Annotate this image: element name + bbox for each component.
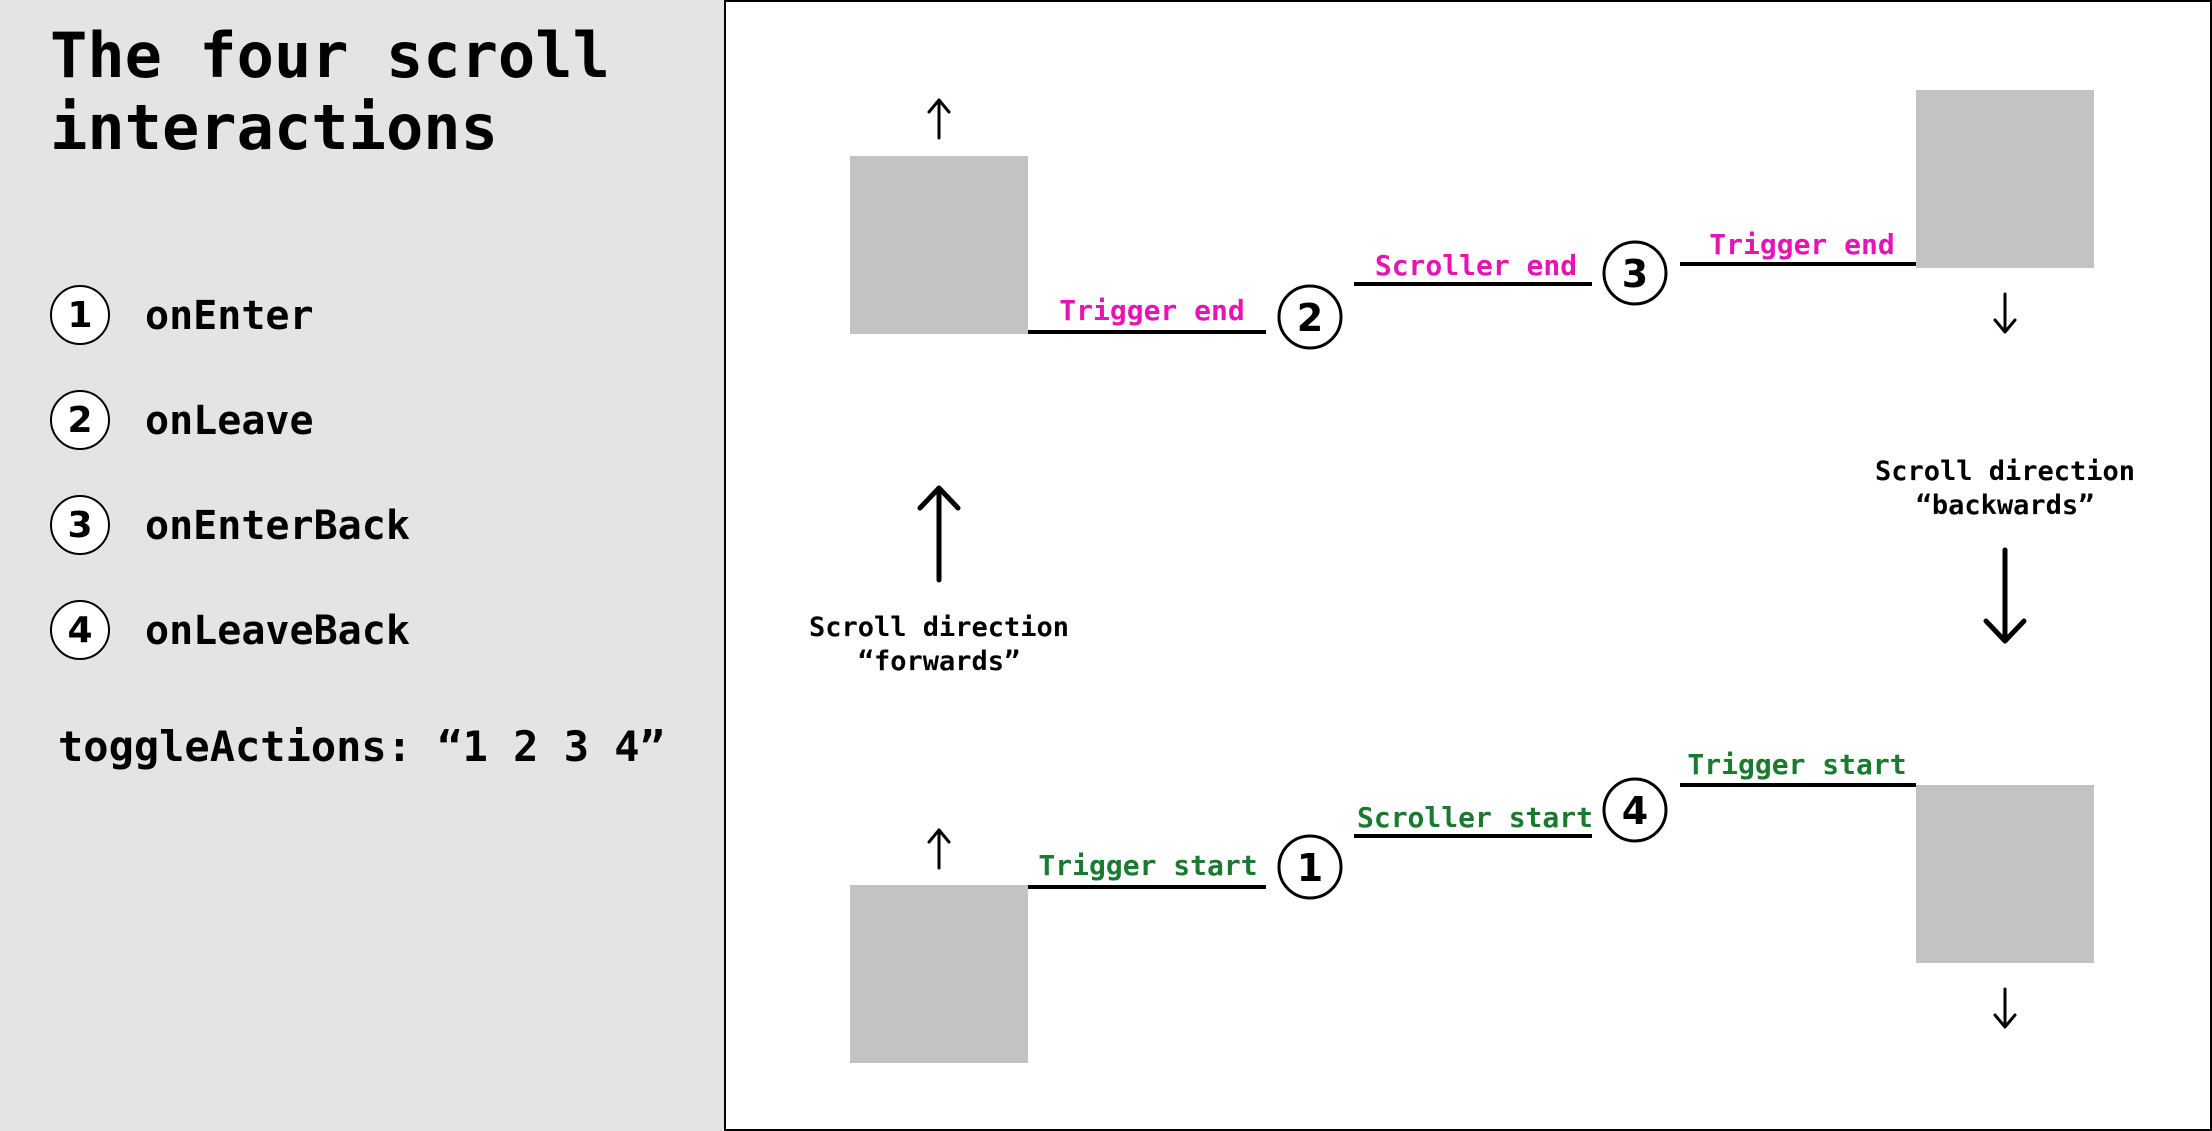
trigger-box-top-right — [1916, 90, 2094, 268]
trigger-box-bottom-left — [850, 885, 1028, 1063]
scroller-start-label: Scroller start — [1357, 801, 1593, 834]
down-arrow-icon-top-right — [1993, 292, 2017, 334]
backward-direction-label-line2: “backwards” — [1916, 490, 2095, 521]
trigger-start-label-right: Trigger start — [1687, 748, 1906, 781]
left-panel: The four scroll interactions 1 onEnter 2… — [0, 0, 724, 1131]
marker-number-2: 2 — [1297, 296, 1323, 340]
page-title: The four scroll interactions — [50, 19, 610, 164]
legend-item-onenter: 1 onEnter — [50, 285, 690, 349]
toggle-actions-code: toggleActions: “1 2 3 4” — [58, 722, 665, 771]
legend-label-onenterback: onEnterBack — [145, 503, 410, 549]
up-arrow-icon-bottom-left — [927, 828, 951, 870]
legend-item-onenterback: 3 onEnterBack — [50, 495, 690, 559]
legend-marker-3: 3 — [50, 495, 110, 555]
scroll-diagram: Trigger end Scroller end Trigger end Tri… — [809, 90, 2135, 1063]
legend-item-onleave: 2 onLeave — [50, 390, 690, 454]
legend-label-onleave: onLeave — [145, 398, 314, 444]
trigger-end-label-left: Trigger end — [1059, 294, 1244, 327]
marker-number-1: 1 — [1297, 846, 1323, 890]
legend-item-onleaveback: 4 onLeaveBack — [50, 600, 690, 664]
marker-number-3: 3 — [1622, 252, 1648, 296]
diagram-frame: Trigger end Scroller end Trigger end Tri… — [724, 0, 2212, 1131]
legend-marker-1: 1 — [50, 285, 110, 345]
trigger-start-label-left: Trigger start — [1038, 849, 1257, 882]
forward-direction-arrow-icon — [917, 485, 961, 583]
backward-direction-label-line1: Scroll direction — [1875, 456, 2135, 487]
legend-marker-4: 4 — [50, 600, 110, 660]
scroller-end-label: Scroller end — [1375, 249, 1577, 282]
forward-direction-label-line2: “forwards” — [858, 646, 1021, 677]
marker-circle-1: 1 — [1277, 834, 1343, 900]
marker-circle-2: 2 — [1277, 284, 1343, 350]
legend-label-onleaveback: onLeaveBack — [145, 608, 410, 654]
down-arrow-icon-bottom-right — [1993, 987, 2017, 1029]
backward-direction-arrow-icon — [1983, 547, 2027, 644]
up-arrow-icon-top-left — [927, 98, 951, 140]
legend-label-onenter: onEnter — [145, 293, 314, 339]
marker-circle-3: 3 — [1602, 240, 1668, 306]
trigger-box-top-left — [850, 156, 1028, 334]
marker-number-4: 4 — [1622, 789, 1648, 833]
trigger-end-label-right: Trigger end — [1709, 228, 1894, 261]
legend-marker-2: 2 — [50, 390, 110, 450]
forward-direction-label-line1: Scroll direction — [809, 612, 1069, 643]
trigger-box-bottom-right — [1916, 785, 2094, 963]
marker-circle-4: 4 — [1602, 777, 1668, 843]
